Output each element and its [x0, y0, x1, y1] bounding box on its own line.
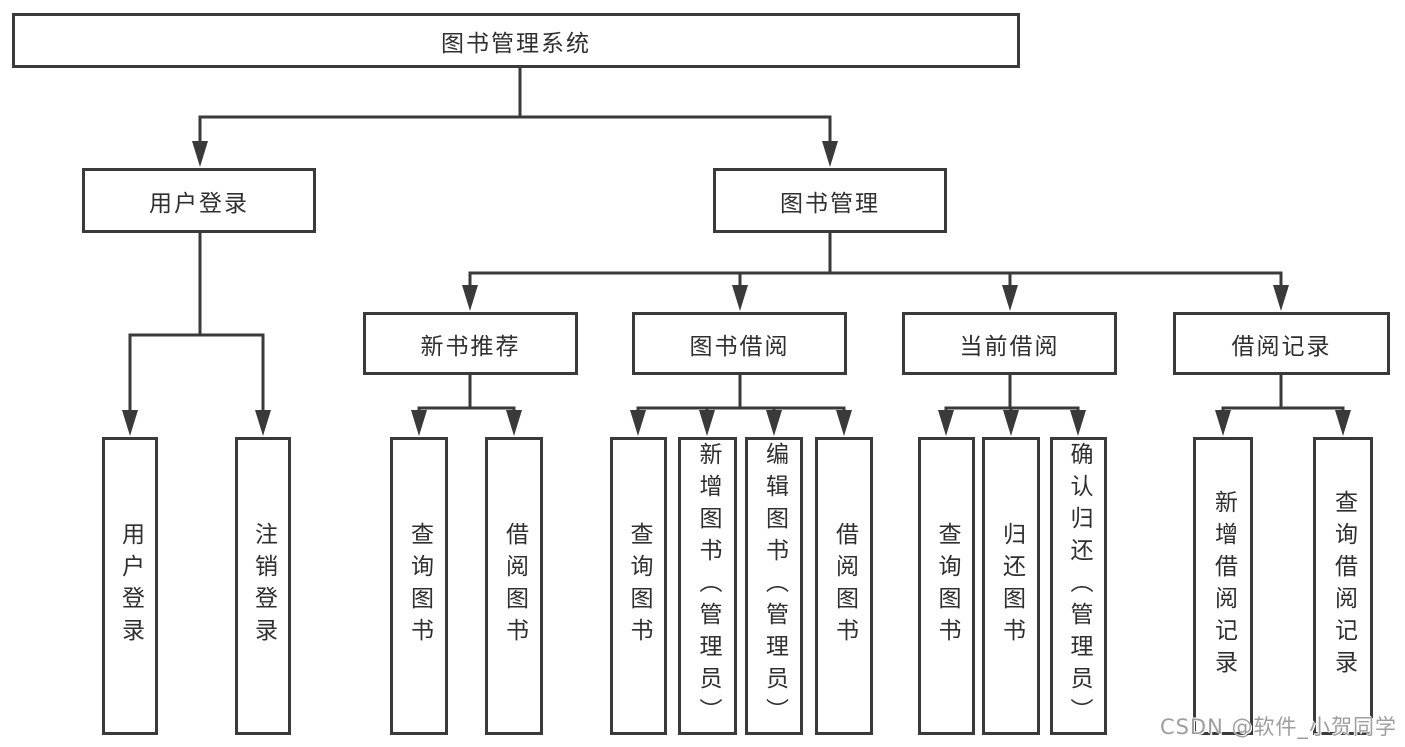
node-book-management: 图书管理: [713, 168, 947, 233]
arrowhead-icon: [699, 410, 715, 436]
leaf-confirm-return-admin: 确认归还（管理员）: [1050, 437, 1107, 735]
connector-current-borrow-to-leaves: [944, 373, 1080, 418]
connector-root-to-level2: [198, 66, 832, 148]
leaf-query-borrow-record: 查询借阅记录: [1313, 437, 1373, 735]
arrowhead-icon: [836, 410, 852, 436]
arrowhead-icon: [192, 141, 208, 167]
arrowhead-icons: [122, 141, 1351, 436]
node-root-system: 图书管理系统: [12, 13, 1020, 68]
arrowhead-icon: [766, 410, 782, 436]
arrowhead-icon: [255, 410, 271, 436]
arrowhead-icon: [822, 141, 838, 167]
arrowhead-icon: [1215, 410, 1231, 436]
arrowhead-icon: [122, 410, 138, 436]
arrowhead-icon: [462, 285, 478, 311]
leaf-edit-book-admin: 编辑图书（管理员）: [745, 437, 803, 735]
arrowhead-icon: [1070, 410, 1086, 436]
node-book-borrow: 图书借阅: [632, 312, 847, 375]
leaf-add-borrow-record: 新增借阅记录: [1193, 437, 1253, 735]
arrowhead-icon: [1335, 410, 1351, 436]
connector-user-login-to-leaves: [128, 231, 265, 418]
connector-book-management-to-level3: [468, 231, 1283, 292]
node-borrow-records: 借阅记录: [1173, 312, 1390, 375]
connector-new-book-to-leaves: [417, 373, 516, 418]
leaf-borrow-book: 借阅图书: [815, 437, 873, 735]
watermark: CSDN @软件_小贺同学: [1159, 715, 1397, 739]
leaf-borrow-book-recommend: 借阅图书: [485, 437, 543, 735]
leaf-query-book-borrow: 查询图书: [610, 437, 667, 735]
leaf-return-book: 归还图书: [982, 437, 1040, 735]
arrowhead-icon: [1003, 410, 1019, 436]
leaf-add-book-admin: 新增图书（管理员）: [678, 437, 737, 735]
node-user-login: 用户登录: [82, 168, 316, 233]
leaf-query-book-current: 查询图书: [918, 437, 975, 735]
leaf-query-book-recommend: 查询图书: [390, 437, 448, 735]
connector-lines: [128, 66, 1345, 418]
arrowhead-icon: [506, 410, 522, 436]
leaf-logout: 注销登录: [235, 437, 291, 735]
arrowhead-icon: [411, 410, 427, 436]
connector-book-borrow-to-leaves: [636, 373, 846, 418]
node-current-borrow: 当前借阅: [902, 312, 1117, 375]
arrowhead-icon: [1273, 285, 1289, 311]
arrowhead-icon: [938, 410, 954, 436]
arrowhead-icon: [630, 410, 646, 436]
node-new-book-recommend: 新书推荐: [363, 312, 578, 375]
arrowhead-icon: [1002, 285, 1018, 311]
leaf-user-login: 用户登录: [102, 437, 158, 735]
connector-borrow-records-to-leaves: [1221, 373, 1345, 418]
arrowhead-icon: [732, 285, 748, 311]
